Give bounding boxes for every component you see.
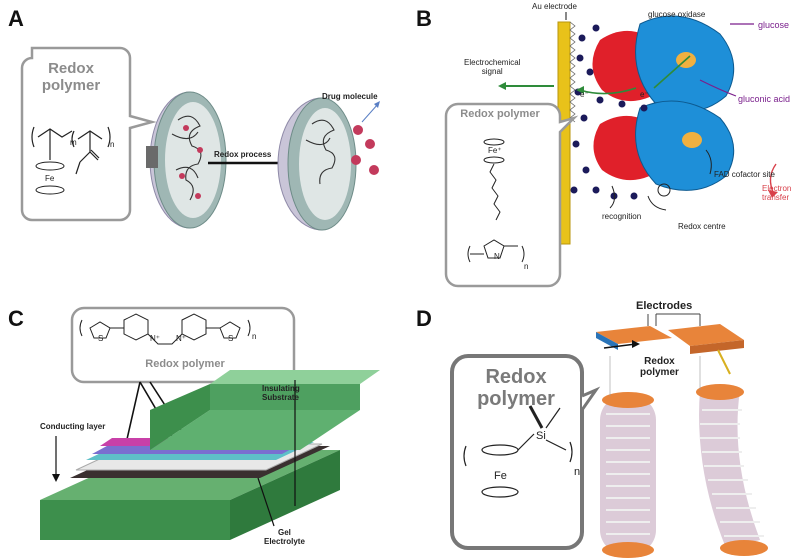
panel-b-recognition-label: recognition [602, 212, 642, 221]
panel-c-letter: C [8, 306, 24, 331]
panel-c-atom-s-left: S [98, 334, 104, 343]
panel-a-graphics [20, 46, 380, 231]
panel-a-drug-label: Drug molecule [322, 92, 378, 101]
panel-c-insulating-line2: Substrate [262, 393, 299, 402]
panel-a-nanoparticle-released [277, 97, 357, 231]
panel-b-fe: Fe⁺ [488, 146, 502, 155]
panel-b-redox-centre-label: Redox centre [678, 222, 726, 231]
panel-d-spring-tube-left [600, 392, 656, 558]
panel-b-signal-label: Electrochemical signal [464, 58, 520, 76]
panel-b-gluconic-label: gluconic acid [738, 94, 791, 104]
panel-c-conducting-label: Conducting layer [40, 422, 106, 431]
panel-c-device [40, 370, 380, 540]
panel-d-redox-line1: Redox [644, 356, 675, 367]
panel-b-letter: B [416, 6, 432, 31]
panel-a-process-label: Redox process [214, 150, 272, 159]
panel-b-electron-symbol-2: e⁻ [640, 90, 649, 99]
panel-a-drug-molecules [351, 101, 380, 175]
panel-b-electrode-label: Au electrode [532, 2, 577, 11]
panel-a-nanoparticle-loaded [146, 91, 227, 229]
panel-b-electron-symbol-1: e⁻ [580, 90, 589, 99]
panel-c-atom-n-left: N⁺ [150, 334, 160, 343]
panel-b-signal-line2: signal [481, 67, 503, 76]
panel-b-enzyme-blue-bottom [635, 100, 735, 191]
panel-d-letter: D [416, 306, 432, 331]
panel-d-sub-n: n [574, 466, 581, 478]
panel-b-signal-line1: Electrochemical [464, 58, 521, 67]
panel-d-redox-line2: polymer [640, 367, 679, 378]
panel-b-fad-label: FAD cofactor site [714, 170, 775, 179]
panel-d-callout-line1: Redox [485, 366, 547, 388]
panel-c-polymer-structure [79, 313, 251, 345]
panel-b-sub-n: n [524, 262, 529, 271]
panel-c-gel-line2: Electrolyte [264, 537, 305, 546]
panel-d-spring-tube-right [696, 384, 768, 556]
panel-b-electron-line2: transfer [762, 193, 790, 202]
panel-a-callout-title: Redox polymer [26, 60, 116, 94]
panel-a-letter: A [8, 6, 24, 31]
panel-b-electron-line1: Electron [762, 184, 792, 193]
panel-b-callout-title: Redox polymer [460, 108, 540, 120]
panel-a-ferrocene-icon [35, 161, 65, 195]
panel-b-redox-mediators [570, 24, 648, 200]
panel-d-redox-label: Redox polymer [640, 356, 679, 378]
panel-d-atom-si: Si [536, 430, 546, 442]
panel-a-sub-n: n [110, 140, 115, 149]
panel-c-insulating-label: Insulating Substrate [262, 384, 300, 402]
panel-c-atom-s-right: S [228, 334, 234, 343]
panel-c-callout-title: Redox polymer [145, 358, 225, 370]
panel-c-gel-line1: Gel [278, 528, 291, 537]
panel-b-callout-box [444, 102, 579, 288]
panel-b-atom-n: N [494, 252, 500, 261]
panel-a-callout-line2: polymer [41, 77, 101, 94]
panel-c-insulating-line1: Insulating [262, 384, 300, 393]
panel-b-polymer-structure [467, 138, 525, 263]
panel-a-callout-line1: Redox [48, 60, 94, 77]
panel-d-graphics [450, 313, 768, 558]
panel-a-fe: Fe [45, 174, 55, 183]
panel-b-electron-transfer-label: Electron transfer [762, 184, 791, 202]
panel-b-graphics [444, 12, 778, 288]
panel-c-atom-n-right: N⁺ [176, 334, 186, 343]
panel-d-electrodes-label: Electrodes [636, 300, 693, 312]
panel-c-sub-n: n [252, 332, 257, 341]
panel-b-electron-arrow [579, 87, 637, 95]
panel-b-enzyme-label: glucose oxidase [648, 10, 706, 19]
panel-a-sub-m: m [70, 138, 77, 147]
panel-c-gel-label: Gel Electrolyte [264, 528, 305, 546]
panel-a-polymer-structure [31, 126, 111, 175]
panel-d-electrode-plates [596, 313, 744, 375]
panel-c-graphics [40, 306, 380, 540]
panel-d-fe: Fe [494, 470, 507, 482]
panel-d-callout-title: Redox polymer [456, 366, 576, 410]
panel-d-polymer-structure [463, 405, 573, 498]
panel-c-callout-box [70, 306, 296, 384]
panel-b-gluconic-arrow [699, 79, 737, 97]
panel-d-callout-line2: polymer [477, 388, 555, 410]
panel-a-callout-box [20, 46, 157, 222]
panel-b-glucose-label: glucose [758, 20, 790, 30]
